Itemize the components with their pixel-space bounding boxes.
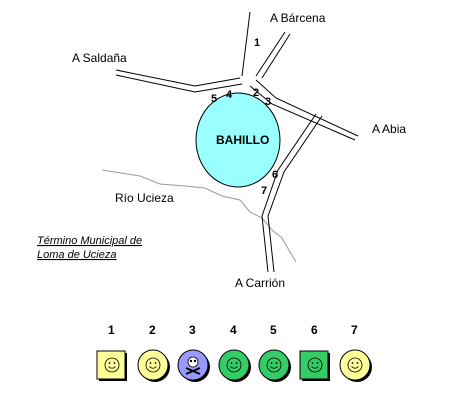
point-3: 3 <box>265 96 271 108</box>
legend-circle <box>258 349 290 381</box>
legend-square <box>299 350 329 380</box>
road-label-carrion: A Carrión <box>235 276 285 290</box>
legend-item-6: 6 <box>299 323 330 381</box>
point-7: 7 <box>261 185 267 197</box>
smiley-icon <box>145 357 161 373</box>
municipality-label-line1: Término Municipal de <box>37 235 142 247</box>
legend-number: 5 <box>270 323 277 337</box>
smiley-icon <box>226 357 242 373</box>
road-barcena <box>241 11 291 79</box>
river-line <box>101 169 297 263</box>
road-carrion <box>261 113 323 273</box>
legend-number: 4 <box>230 323 237 337</box>
legend-circle <box>218 349 250 381</box>
legend-item-4: 4 <box>218 323 251 382</box>
legend-number: 3 <box>189 323 196 337</box>
legend-number: 6 <box>311 323 318 337</box>
river-label: Río Ucieza <box>115 191 174 205</box>
road-label-barcena: A Bárcena <box>270 11 326 25</box>
road-abia <box>249 79 359 141</box>
smiley-icon <box>347 357 363 373</box>
legend-item-7: 7 <box>339 323 372 382</box>
legend-item-1: 1 <box>96 323 127 381</box>
legend-square <box>96 350 126 380</box>
point-1: 1 <box>254 37 260 49</box>
legend-item-2: 2 <box>137 323 170 382</box>
legend: 1 2 3 4 5 6 7 <box>96 323 372 382</box>
point-5: 5 <box>211 93 217 105</box>
legend-circle <box>339 349 371 381</box>
skull-crossbones-icon <box>185 356 201 375</box>
smiley-icon <box>104 357 120 373</box>
legend-circle <box>137 349 169 381</box>
point-2: 2 <box>253 87 259 99</box>
road-label-saldana: A Saldaña <box>72 51 127 65</box>
legend-item-5: 5 <box>258 323 291 382</box>
smiley-icon <box>266 357 282 373</box>
smiley-icon <box>307 357 323 373</box>
municipality-label-line2: Loma de Ucieza <box>37 249 117 261</box>
town-bahillo <box>195 92 281 188</box>
point-4: 4 <box>226 89 233 101</box>
town-label: BAHILLO <box>216 133 269 147</box>
point-6: 6 <box>272 169 278 181</box>
legend-item-3: 3 <box>177 323 210 382</box>
legend-number: 7 <box>351 323 358 337</box>
road-label-abia: A Abia <box>372 122 406 136</box>
legend-number: 2 <box>149 323 156 337</box>
road-saldana <box>115 69 243 93</box>
legend-number: 1 <box>108 323 115 337</box>
